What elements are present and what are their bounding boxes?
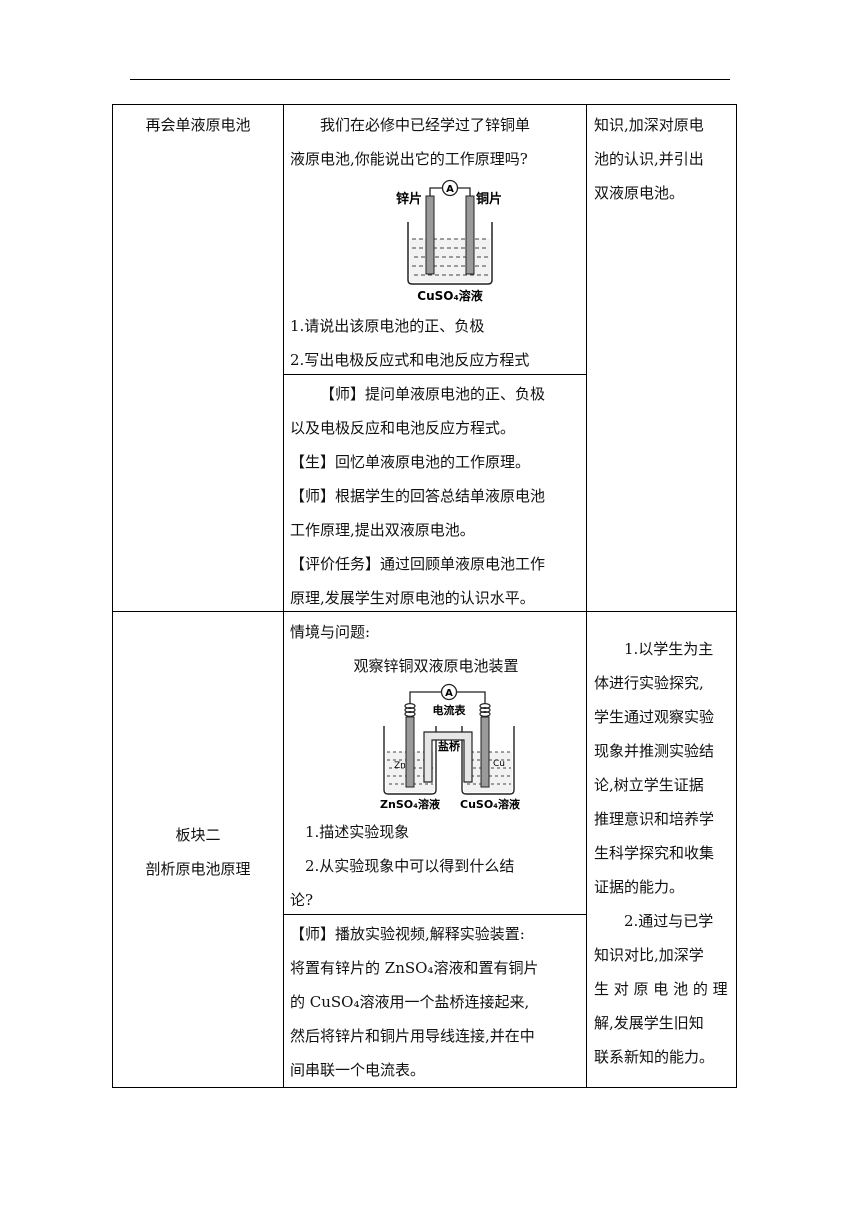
activity-line: 【师】根据学生的回答总结单液原电池 <box>290 487 546 505</box>
beaker-icon <box>383 726 437 795</box>
ammeter-label: 电流表 <box>433 703 467 717</box>
intent-line: 生科学探究和收集 <box>594 844 715 862</box>
section-title: 再会单液原电池 <box>145 116 251 134</box>
observe-prompt: 观察锌铜双液原电池装置 <box>353 657 519 675</box>
activity-line: 原理,发展学生对原电池的认识水平。 <box>290 589 535 607</box>
activity-line: 间串联一个电流表。 <box>290 1061 426 1079</box>
solution-dashes <box>412 238 488 276</box>
ammeter-symbol: A <box>445 688 453 699</box>
table-border-bottom <box>112 1087 737 1088</box>
question: 1.描述实验现象 <box>305 823 410 841</box>
ammeter-icon <box>440 683 458 701</box>
activity-line: 【师】播放实验视频,解释实验装置: <box>290 925 525 943</box>
row2-content-cell: 情境与问题: 观察锌铜双液原电池装置 <box>290 615 582 683</box>
section-title: 板块二 <box>175 826 221 844</box>
section-subtitle: 剖析原电池原理 <box>145 860 251 878</box>
zinc-symbol: Zn <box>394 761 406 771</box>
beaker-icon <box>407 222 493 285</box>
row2-questions: 1.描述实验现象 2.从实验现象中可以得到什么结 论? <box>290 815 582 917</box>
row1-section-cell: 再会单液原电池 <box>113 108 283 142</box>
activity-line: 【生】回忆单液原电池的工作原理。 <box>290 453 531 471</box>
copper-label: 铜片 <box>475 191 502 207</box>
wire <box>409 691 441 704</box>
intent-line: 现象并推测实验结 <box>594 742 715 760</box>
activity-line: 【评价任务】通过回顾单液原电池工作 <box>290 555 546 573</box>
table-column-divider-1 <box>283 104 284 1087</box>
row2-intent-cell: 1.以学生为主 体进行实验探究, 学生通过观察实验 现象并推测实验结 论,树立学… <box>594 632 736 1074</box>
table-border-right <box>736 104 737 1087</box>
double-cell-battery-diagram: A 电流表 盐桥 Zn Cu ZnSO₄溶液 CuSO₄溶液 <box>380 683 521 811</box>
question: 2.写出电极反应式和电池反应方程式 <box>290 351 530 369</box>
header-rule <box>130 79 730 80</box>
intent-line: 2.通过与已学 <box>624 912 714 930</box>
intent-line: 生 对 原 电 池 的 理 <box>594 980 728 998</box>
row2-section-cell: 板块二 剖析原电池原理 <box>113 818 283 886</box>
intent-line: 推理意识和培养学 <box>594 810 715 828</box>
copper-symbol: Cu <box>493 759 505 769</box>
activity-line: 然后将锌片和铜片用导线连接,并在中 <box>290 1027 535 1045</box>
intent-line: 联系新知的能力。 <box>594 1048 715 1066</box>
zinc-electrode <box>425 195 435 275</box>
zinc-electrode <box>405 716 415 788</box>
intent-line: 知识,加深对原电 <box>594 116 704 134</box>
intro-line: 液原电池,你能说出它的工作原理吗? <box>290 150 528 168</box>
intent-line: 1.以学生为主 <box>624 640 714 658</box>
row1-content-cell: 我们在必修中已经学过了锌铜单 液原电池,你能说出它的工作原理吗? <box>290 108 582 176</box>
intent-line: 体进行实验探究, <box>594 674 704 692</box>
intent-line: 双液原电池。 <box>594 184 685 202</box>
question: 论? <box>290 891 314 909</box>
row2-activity-cell: 【师】播放实验视频,解释实验装置: 将置有锌片的 ZnSO₄溶液和置有铜片 的 … <box>290 917 582 1087</box>
activity-line: 工作原理,提出双液原电池。 <box>290 521 475 539</box>
solution-label: CuSO₄溶液 <box>417 288 482 303</box>
intent-line: 知识对比,加深学 <box>594 946 704 964</box>
wire <box>429 187 442 196</box>
intent-line: 论,树立学生证据 <box>594 776 704 794</box>
salt-bridge-label: 盐桥 <box>438 739 461 753</box>
activity-line: 的 CuSO₄溶液用一个盐桥连接起来, <box>290 993 530 1011</box>
salt-bridge <box>423 731 473 783</box>
activity-line: 将置有锌片的 ZnSO₄溶液和置有铜片 <box>290 959 539 977</box>
single-cell-battery-diagram: A 锌片 铜片 CuSO₄溶液 <box>396 179 502 303</box>
table-border-left <box>112 104 113 1087</box>
right-solution-label: CuSO₄溶液 <box>460 797 521 811</box>
row-divider <box>112 611 737 612</box>
row1-activity-cell: 【师】提问单液原电池的正、负极 以及电极反应和电池反应方程式。 【生】回忆单液原… <box>290 377 582 615</box>
question: 2.从实验现象中可以得到什么结 <box>305 857 515 875</box>
wire <box>457 691 486 704</box>
copper-electrode <box>480 716 490 788</box>
row1-inner-divider <box>283 374 586 375</box>
situation-label: 情境与问题: <box>290 623 371 641</box>
intro-line: 我们在必修中已经学过了锌铜单 <box>320 116 531 134</box>
activity-line: 【师】提问单液原电池的正、负极 <box>320 385 546 403</box>
beaker-icon <box>461 726 515 795</box>
intent-line: 证据的能力。 <box>594 878 685 896</box>
row2-inner-divider <box>283 914 586 915</box>
zinc-label: 锌片 <box>396 191 422 207</box>
copper-electrode <box>465 195 475 275</box>
ammeter-icon <box>441 179 459 197</box>
table-column-divider-2 <box>586 104 587 1087</box>
solution-fill <box>410 239 490 282</box>
ammeter-symbol: A <box>446 184 454 195</box>
intent-line: 解,发展学生旧知 <box>594 1014 704 1032</box>
intent-line: 学生通过观察实验 <box>594 708 715 726</box>
left-solution-label: ZnSO₄溶液 <box>380 797 441 811</box>
coil-icon <box>404 703 491 718</box>
table-border-top <box>112 104 737 105</box>
question: 1.请说出该原电池的正、负极 <box>290 317 485 335</box>
row1-questions: 1.请说出该原电池的正、负极 2.写出电极反应式和电池反应方程式 <box>290 309 582 377</box>
activity-line: 以及电极反应和电池反应方程式。 <box>290 419 516 437</box>
row1-intent-cell: 知识,加深对原电 池的认识,并引出 双液原电池。 <box>594 108 736 210</box>
intent-line: 池的认识,并引出 <box>594 150 704 168</box>
wire <box>458 187 471 196</box>
